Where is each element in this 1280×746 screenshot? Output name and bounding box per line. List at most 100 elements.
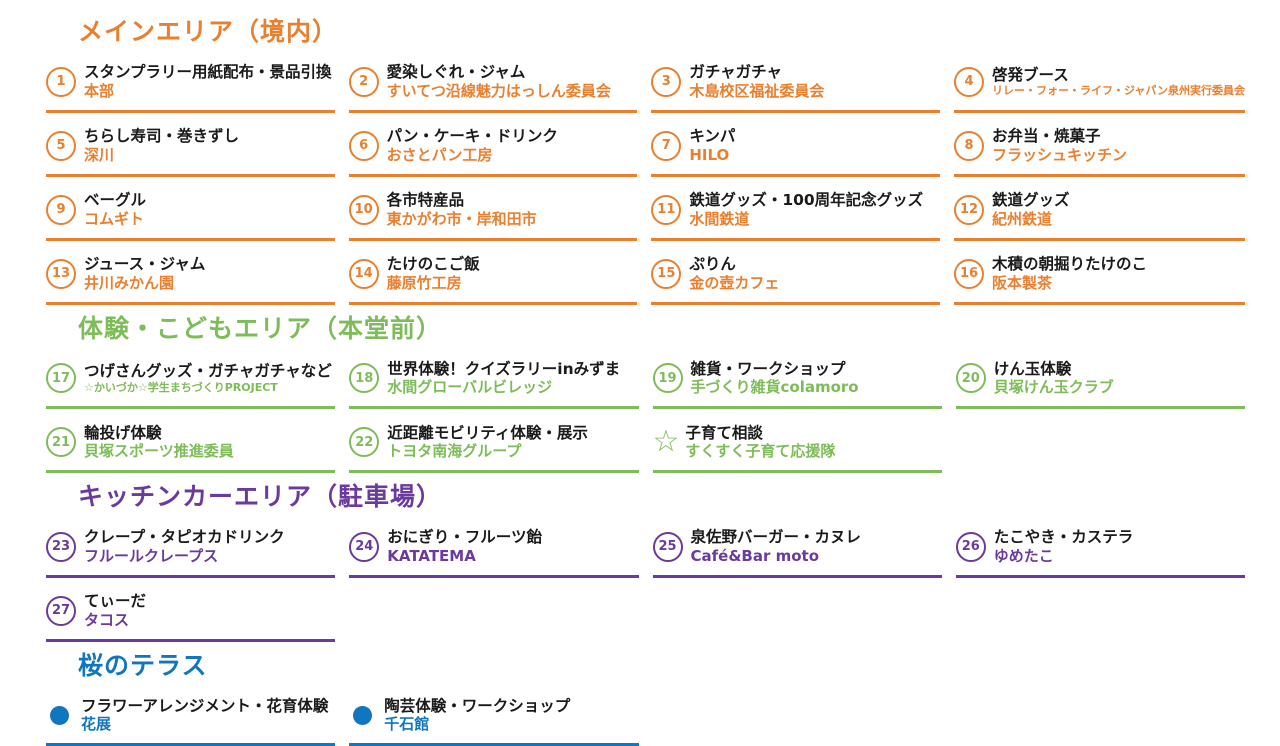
booth-entry: 9 ベーグルコムギト xyxy=(46,184,335,241)
booth-title: 泉佐野バーガー・カヌレ xyxy=(691,528,862,547)
booth-vendor: すいてつ沿線魅力はっしん委員会 xyxy=(387,82,611,100)
booth-title: キンパ xyxy=(689,127,735,146)
booth-title: 近距離モビリティ体験・展示 xyxy=(387,424,588,443)
booth-vendor: 本部 xyxy=(84,82,332,100)
booth-text-block: フラワーアレンジメント・花育体験花展 xyxy=(81,697,328,734)
booth-vendor: 水間グローバルビレッジ xyxy=(387,378,620,396)
section-sakura-terrace: 桜のテラス フラワーアレンジメント・花育体験花展陶芸体験・ワークショップ千石館 xyxy=(0,652,1280,746)
booth-title: ちらし寿司・巻きずし xyxy=(84,127,239,146)
booth-vendor: 木島校区福祉委員会 xyxy=(689,82,824,100)
booth-text-block: 鉄道グッズ・100周年記念グッズ水間鉄道 xyxy=(689,191,923,228)
booth-title: 木積の朝掘りたけのこ xyxy=(992,255,1147,274)
booth-vendor: 深川 xyxy=(84,146,239,164)
section-kids-area: 体験・こどもエリア（本堂前） 17 つげさんグッズ・ガチャガチャなど☆かいづか☆学… xyxy=(0,315,1280,474)
booth-title: 愛染しぐれ・ジャム xyxy=(387,63,611,82)
dot-icon xyxy=(353,706,372,725)
booth-text-block: スタンプラリー用紙配布・景品引換本部 xyxy=(84,63,332,100)
booth-vendor: 貝塚スポーツ推進委員 xyxy=(84,442,234,460)
booth-title: 鉄道グッズ・100周年記念グッズ xyxy=(689,191,923,210)
booth-number: 24 xyxy=(349,532,379,562)
booth-title: たこやき・カステラ xyxy=(994,528,1134,547)
booth-number: 9 xyxy=(46,195,76,225)
booth-number: 5 xyxy=(46,131,76,161)
booth-number: 1 xyxy=(46,67,76,97)
booth-title: 輪投げ体験 xyxy=(84,424,234,443)
booth-vendor: すくすく子育て応援隊 xyxy=(685,442,835,460)
booth-title: スタンプラリー用紙配布・景品引換 xyxy=(84,63,332,82)
booth-text-block: 世界体験！クイズラリーinみずま水間グローバルビレッジ xyxy=(387,360,620,397)
booth-number: 16 xyxy=(954,259,984,289)
booth-title: てぃーだ xyxy=(84,592,146,611)
star-icon: ☆ xyxy=(653,427,680,457)
booth-entry: 19 雑貨・ワークショップ手づくり雑貨colamoro xyxy=(653,352,942,409)
booth-entry: 14 たけのこご飯藤原竹工房 xyxy=(349,248,638,305)
booth-title: けん玉体験 xyxy=(994,360,1114,379)
booth-entry: 22 近距離モビリティ体験・展示トヨタ南海グループ xyxy=(349,416,638,473)
booth-entry: 17 つげさんグッズ・ガチャガチャなど☆かいづか☆学生まちづくりPROJECT xyxy=(46,352,335,409)
booth-number: 19 xyxy=(653,363,683,393)
booth-number: 12 xyxy=(954,195,984,225)
booth-vendor: トヨタ南海グループ xyxy=(387,442,588,460)
booth-number: 14 xyxy=(349,259,379,289)
booth-vendor: 藤原竹工房 xyxy=(387,274,480,292)
booth-number: 11 xyxy=(651,195,681,225)
booth-text-block: 子育て相談すくすく子育て応援隊 xyxy=(685,424,835,461)
booth-text-block: つげさんグッズ・ガチャガチャなど☆かいづか☆学生まちづくりPROJECT xyxy=(84,362,332,394)
booth-vendor: 阪本製茶 xyxy=(992,274,1147,292)
booth-number: 3 xyxy=(651,67,681,97)
booth-text-block: 啓発ブースリレー・フォー・ライフ・ジャパン泉州実行委員会 xyxy=(992,66,1245,98)
booth-text-block: ベーグルコムギト xyxy=(84,191,146,228)
booth-vendor: HILO xyxy=(689,146,735,164)
booth-vendor: タコス xyxy=(84,611,146,629)
booth-number: 22 xyxy=(349,427,379,457)
booth-number: 17 xyxy=(46,363,76,393)
booth-number: 23 xyxy=(46,532,76,562)
booth-title: つげさんグッズ・ガチャガチャなど xyxy=(84,362,332,381)
booth-vendor: 手づくり雑貨colamoro xyxy=(691,378,859,396)
booth-entry: フラワーアレンジメント・花育体験花展 xyxy=(46,689,335,746)
booth-title: たけのこご飯 xyxy=(387,255,480,274)
booth-title: クレープ・タピオカドリンク xyxy=(84,528,285,547)
section-title-kids-area: 体験・こどもエリア（本堂前） xyxy=(78,315,1280,343)
booth-vendor: 貝塚けん玉クラブ xyxy=(994,378,1114,396)
booth-vendor: 紀州鉄道 xyxy=(992,210,1070,228)
booth-vendor: Café&Bar moto xyxy=(691,547,862,565)
booth-title: 啓発ブース xyxy=(992,66,1245,85)
booth-title: パン・ケーキ・ドリンク xyxy=(387,127,558,146)
booth-entry: ☆子育て相談すくすく子育て応援隊 xyxy=(653,416,942,473)
booth-entry: 23 クレープ・タピオカドリンクフルールクレープス xyxy=(46,521,335,578)
booth-vendor: おさとパン工房 xyxy=(387,146,558,164)
booth-vendor: フラッシュキッチン xyxy=(992,146,1127,164)
booth-vendor: 花展 xyxy=(81,715,328,733)
booth-vendor: 井川みかん園 xyxy=(84,274,205,292)
booth-vendor: フルールクレープス xyxy=(84,547,285,565)
booth-text-block: 雑貨・ワークショップ手づくり雑貨colamoro xyxy=(691,360,859,397)
booth-title: 子育て相談 xyxy=(685,424,835,443)
booth-vendor: KATATEMA xyxy=(387,547,542,565)
booth-title: 各市特産品 xyxy=(387,191,537,210)
booth-number: 10 xyxy=(349,195,379,225)
booth-text-block: 近距離モビリティ体験・展示トヨタ南海グループ xyxy=(387,424,588,461)
booth-title: 世界体験！クイズラリーinみずま xyxy=(387,360,620,379)
dot-icon xyxy=(50,706,69,725)
booth-text-block: お弁当・焼菓子フラッシュキッチン xyxy=(992,127,1127,164)
booth-vendor: 千石館 xyxy=(384,715,570,733)
booth-vendor: リレー・フォー・ライフ・ジャパン泉州実行委員会 xyxy=(992,84,1245,97)
booth-title: おにぎり・フルーツ飴 xyxy=(387,528,542,547)
